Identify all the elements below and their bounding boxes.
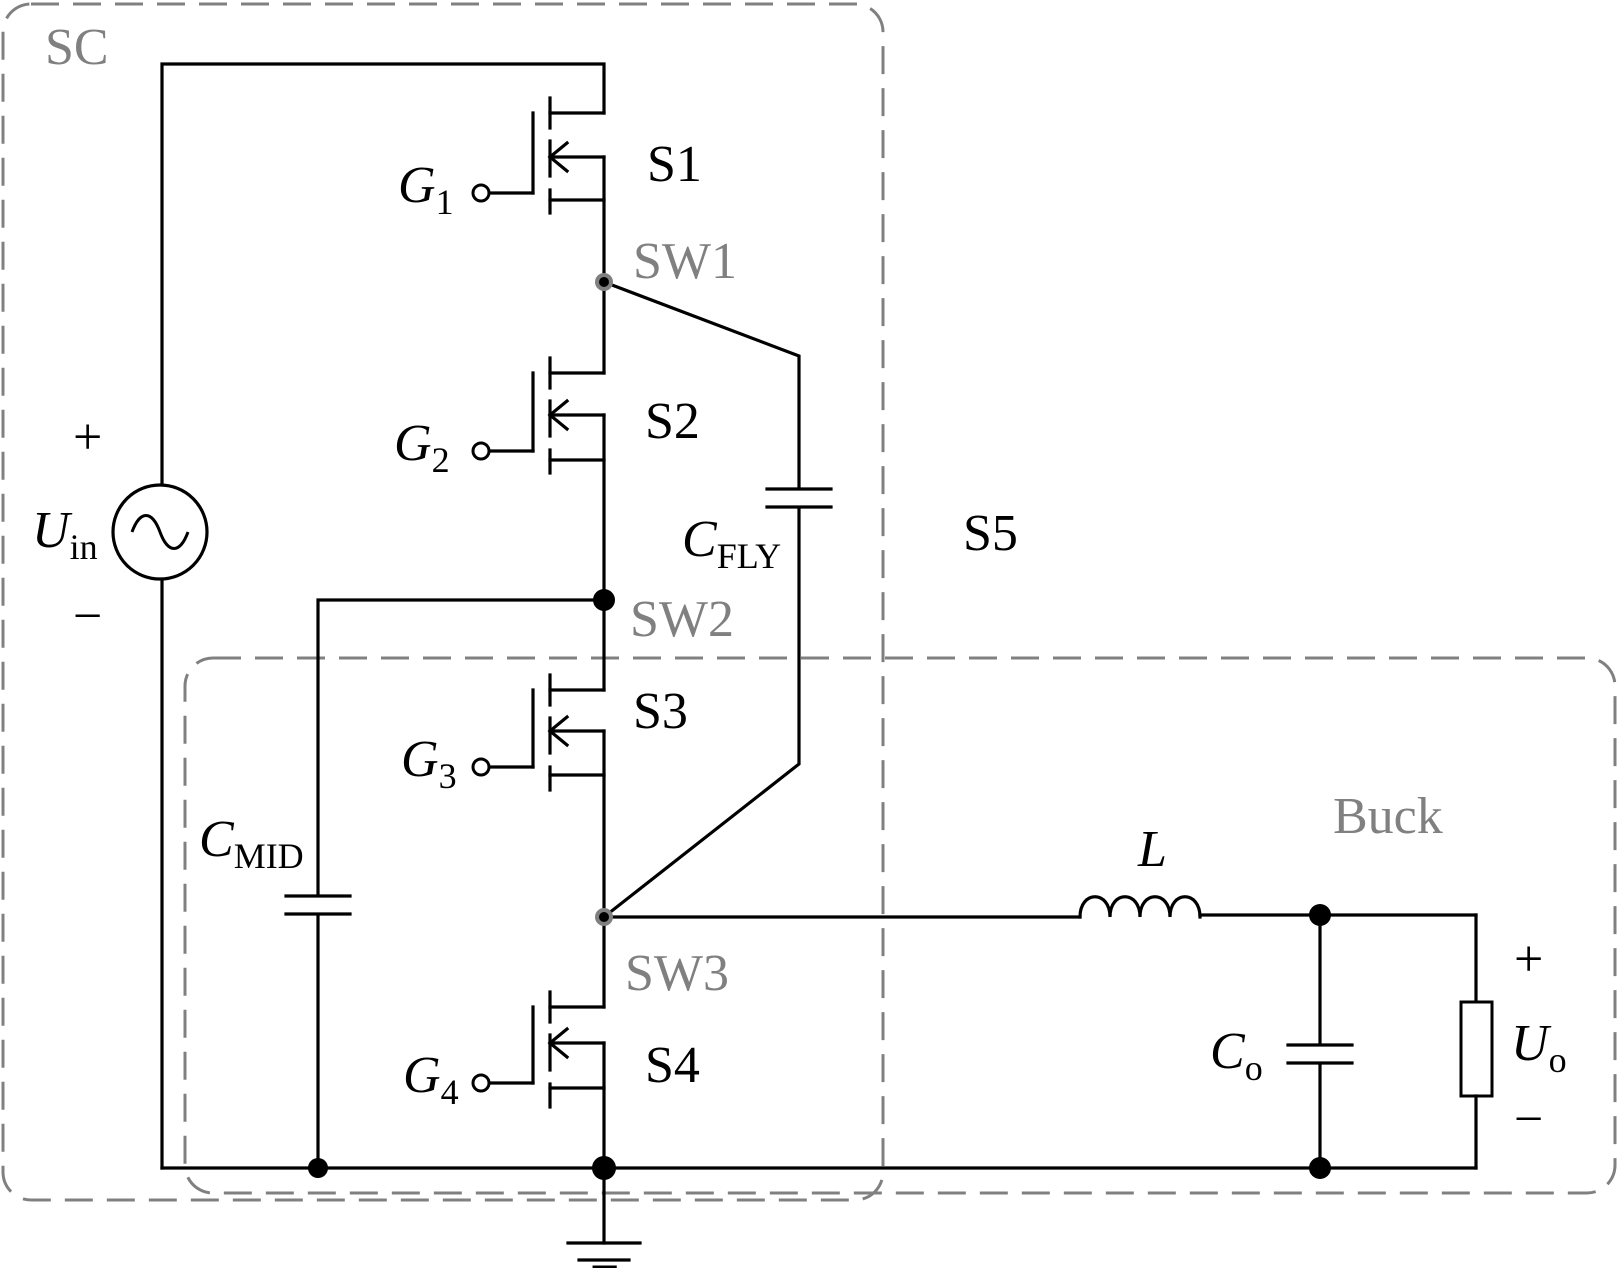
flying-capacitor — [601, 279, 833, 920]
source-label: Uin — [32, 502, 98, 567]
inductor-label: L — [1137, 821, 1167, 878]
switch-s4-label: S4 — [645, 1037, 700, 1094]
gate-g3-label: G3 — [401, 731, 457, 796]
source-minus: − — [73, 588, 102, 645]
source-wires — [160, 62, 606, 1170]
gate-g4-label: G4 — [403, 1047, 459, 1112]
buck-output-stage — [602, 895, 1494, 1170]
output-label: Uo — [1511, 1015, 1567, 1080]
cap-fly-label: CFLY — [682, 511, 781, 576]
buck-region-label: Buck — [1333, 788, 1443, 845]
ground-minus: − — [590, 1239, 619, 1285]
mid-ground-dot — [308, 1158, 328, 1178]
ac-source — [111, 483, 209, 581]
output-plus: + — [1514, 931, 1543, 988]
source-plus: + — [73, 409, 102, 466]
gate-g1-label: G1 — [398, 157, 454, 222]
cout-ground-dot — [1309, 1157, 1331, 1179]
mosfet-s2 — [471, 280, 606, 602]
switch-s2-label: S2 — [645, 393, 700, 450]
node-sw2-label: SW2 — [630, 591, 734, 648]
switch-s1-label: S1 — [647, 136, 702, 193]
ground-junction-dot — [592, 1156, 616, 1180]
vout-node-dot — [1309, 904, 1331, 926]
switch-s5-label: S5 — [963, 505, 1018, 562]
sw2-node-dot — [593, 589, 615, 611]
switch-s3-label: S3 — [633, 683, 688, 740]
node-sw3-label: SW3 — [625, 945, 729, 1002]
mosfet-s3 — [471, 598, 606, 919]
cap-out-label: Co — [1210, 1023, 1263, 1088]
mosfet-s1 — [471, 96, 606, 284]
output-minus: − — [1514, 1091, 1543, 1148]
cap-mid-label: CMID — [199, 811, 304, 876]
sc-region-label: SC — [45, 19, 109, 76]
node-sw1-label: SW1 — [633, 233, 737, 290]
ground-rail — [160, 1166, 1478, 1262]
buck-region-box — [183, 656, 1617, 1195]
mosfet-s4 — [471, 915, 606, 1170]
gate-g2-label: G2 — [394, 415, 450, 480]
mid-capacitor — [284, 598, 606, 1170]
sc-region-box — [1, 2, 885, 1202]
